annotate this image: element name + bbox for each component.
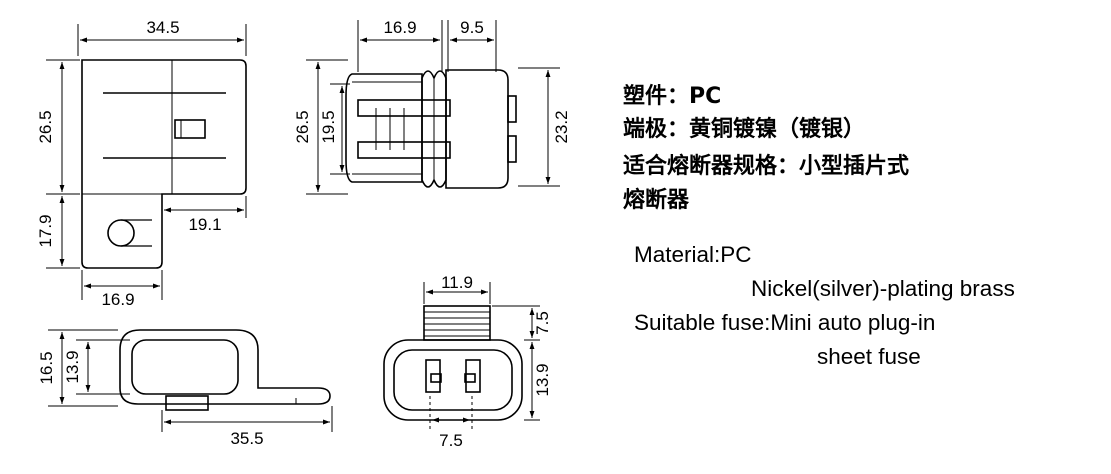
- side-view: [345, 69, 517, 189]
- end-view-neck: [423, 305, 491, 341]
- bottom-view: [119, 329, 331, 411]
- dim-end-neck-height: 7.5: [533, 311, 552, 335]
- top-view-body-outline: [81, 59, 247, 269]
- mounting-hole: [107, 219, 135, 247]
- side-view-terminal-lower: [507, 135, 517, 163]
- spec-en-fuse: Suitable fuse:Mini auto plug-in: [634, 310, 936, 335]
- spec-cn-fuse: 适合熔断器规格：小型插片式: [623, 154, 910, 179]
- spec-cn-material: 塑件：PC: [623, 84, 722, 109]
- side-view-terminal-upper: [507, 95, 517, 123]
- bottom-view-latch: [165, 395, 209, 411]
- dim-side-terminal-span: 23.2: [552, 110, 571, 143]
- side-view-body: [445, 69, 509, 189]
- top-view-dimensions: [46, 24, 247, 300]
- side-view-dimensions: [306, 20, 560, 195]
- side-view-wire-end: [345, 73, 423, 183]
- end-view-dimensions: [423, 282, 540, 432]
- bottom-view-window: [131, 339, 239, 395]
- bottom-view-dimensions: [48, 329, 333, 432]
- dim-end-pin-pitch: 7.5: [439, 431, 463, 450]
- spec-en-material: Material:PC: [634, 242, 752, 267]
- dim-bottom-length: 35.5: [230, 429, 263, 448]
- spec-cn-fuse-cont: 熔断器: [623, 188, 690, 213]
- end-view: [383, 305, 523, 421]
- dim-side-inner-height: 19.5: [319, 110, 338, 143]
- top-view-latch-window: [174, 119, 206, 139]
- dim-bottom-inner-height: 13.9: [63, 350, 82, 383]
- dim-tab-width: 16.9: [101, 290, 134, 309]
- top-view: [81, 59, 247, 269]
- spec-en-fuse-cont: sheet fuse: [817, 344, 921, 369]
- dim-end-body-height: 13.9: [533, 363, 552, 396]
- end-view-terminal-left: [425, 359, 441, 393]
- dim-end-neck-width: 11.9: [441, 273, 473, 292]
- dim-side-terminal-length: 9.5: [460, 18, 484, 37]
- spec-cn-terminal: 端极：黄铜镀镍（镀银）: [623, 117, 866, 142]
- dim-tab-offset: 19.1: [188, 215, 221, 234]
- dim-side-body-length: 16.9: [383, 18, 416, 37]
- spec-en-terminal: Nickel(silver)-plating brass: [751, 276, 1015, 301]
- end-view-terminal-right: [465, 359, 481, 393]
- dim-top-width: 34.5: [146, 18, 179, 37]
- dim-top-height: 26.5: [36, 110, 55, 143]
- end-view-body-inner: [393, 349, 513, 411]
- dim-tab-height: 17.9: [36, 214, 55, 247]
- dim-bottom-outer-height: 16.5: [37, 351, 56, 384]
- dim-side-outer-height: 26.5: [293, 110, 312, 143]
- bottom-view-outline: [119, 329, 331, 405]
